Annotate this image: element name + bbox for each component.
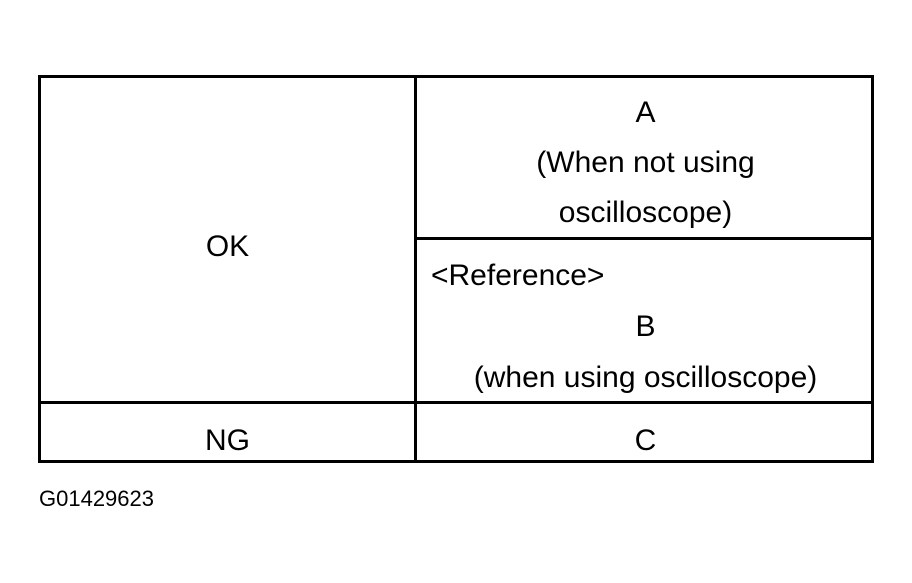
waveform-a-condition-line1: (When not using <box>536 146 755 179</box>
ok-label: OK <box>205 230 250 263</box>
result-table: OK NG A (When not using oscilloscope) <R… <box>38 75 874 463</box>
column-divider <box>414 78 417 460</box>
figure-id: G01429623 <box>39 486 154 511</box>
waveform-b-label: B <box>635 310 656 343</box>
ok-subrow-divider <box>417 237 871 240</box>
waveform-a-condition-line2: oscilloscope) <box>558 196 733 229</box>
waveform-a-label: A <box>635 96 656 129</box>
row-divider <box>41 401 871 404</box>
ng-label: NG <box>205 424 250 457</box>
waveform-c-label: C <box>634 424 657 457</box>
waveform-b-condition: (when using oscilloscope) <box>473 361 818 394</box>
reference-label: <Reference> <box>431 259 605 292</box>
